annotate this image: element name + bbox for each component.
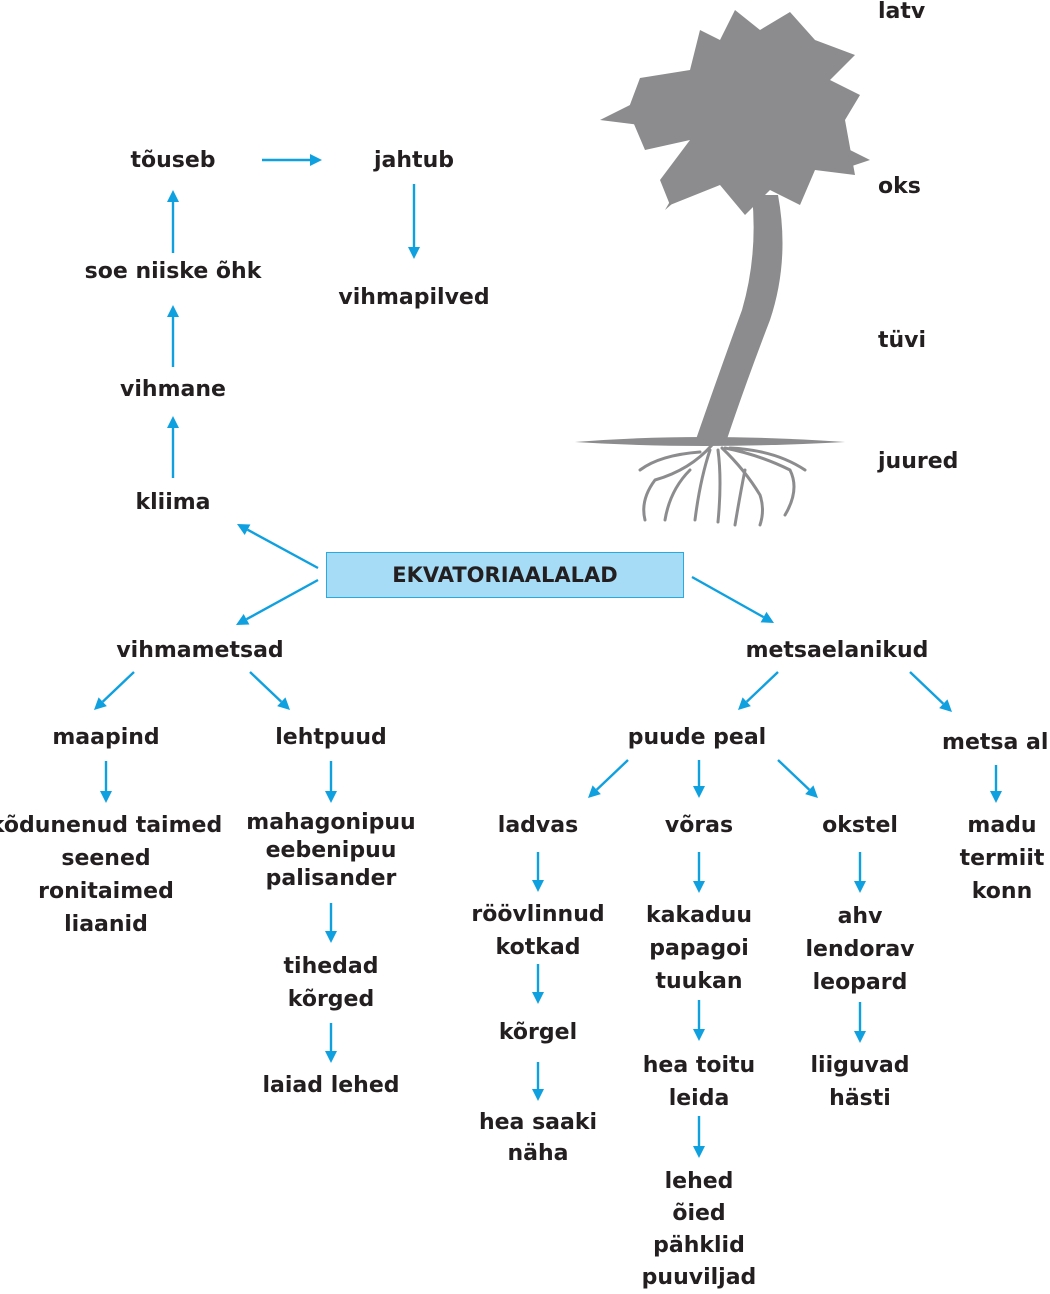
list-item: näha [507,1141,569,1166]
tree-label-tuvi: tüvi [878,328,927,353]
arrow-box-to-vihmametsad [236,578,319,625]
arrow-ladvas-to-items [532,852,544,892]
arrow-lehtpuud-to-items [325,761,337,803]
list-item: madu [967,813,1037,838]
center-box: EKVATORIAALALAD [326,552,684,598]
arrow-vihmametsad-to-lehtpuud [249,671,290,710]
node-metsa-all: metsa all [942,730,1050,755]
node-ladvas: ladvas [497,813,579,838]
arrow-puude-to-ladvas [588,759,629,798]
node-laiad-lehed: laiad lehed [262,1073,400,1098]
climate-node-vihmapilved: vihmapilved [338,285,490,310]
node-voras: võras [664,813,734,838]
list-item: kakaduu [645,903,753,928]
list-item: kõrged [287,987,375,1012]
arrow-ladvas-items-to-korgel [532,964,544,1004]
node-puude-peal: puude peal [627,725,767,750]
list-item: seened [61,846,151,871]
node-metsa-all-items: madu termiit konn [960,809,1045,908]
list-item: hea saaki [478,1110,598,1135]
arrow-box-to-metsaelanikud [691,575,774,623]
list-item: ahv [837,904,883,929]
tree-label-oks: oks [878,174,921,199]
arrow-okstel-items-to-move [854,1002,866,1043]
arrow-vihmane-to-soe [167,305,179,367]
list-item: hea toitu [642,1053,756,1078]
node-vihmametsad: vihmametsad [116,638,284,663]
arrow-metsaelanikud-to-puude [738,671,779,710]
list-item: papagoi [649,936,749,961]
node-tihedad-korged: tihedad kõrged [284,950,379,1016]
arrow-touseb-to-jahtub [262,154,322,166]
list-item: liiguvad [810,1053,910,1078]
list-item: kotkad [495,935,581,960]
list-item: termiit [959,846,1045,871]
node-liiguvad-hasti: liiguvad hästi [811,1049,910,1115]
arrow-metsa-all-to-items [990,765,1002,803]
arrow-okstel-to-items [854,852,866,893]
list-item: lendorav [805,937,915,962]
list-item: tuukan [655,969,743,994]
arrow-voras-items-to-toit [693,1000,705,1041]
arrow-jahtub-to-vihmapilved [408,184,420,259]
node-okstel: okstel [822,813,898,838]
tree-label-juured: juured [878,449,959,474]
node-metsaelanikud: metsaelanikud [745,638,929,663]
list-item: palisander [265,866,397,891]
node-lehtpuud-items: mahagonipuu eebenipuu palisander [246,809,415,893]
node-maapind: maapind [52,725,160,750]
arrow-korgel-to-saak [532,1062,544,1101]
arrow-lehtpuud-to-tihedad [325,903,337,943]
arrow-puude-to-voras [693,760,705,798]
node-hea-toitu-leida: hea toitu leida [643,1049,755,1115]
list-item: mahagonipuu [246,810,416,835]
list-item: õied [672,1201,726,1226]
climate-node-soe-niiske-ohk: soe niiske õhk [84,259,262,284]
tree-label-latv: latv [878,0,926,24]
node-korgel: kõrgel [498,1020,578,1045]
arrow-maapind-to-items [100,761,112,803]
arrow-metsaelanikud-to-metsa-all [909,671,952,712]
list-item: kõdunenud taimed [0,813,223,838]
climate-node-touseb: tõuseb [130,148,216,173]
arrow-soe-to-touseb [167,190,179,253]
list-item: hästi [829,1086,891,1111]
arrow-puude-to-okstel [777,759,818,798]
node-ladvas-items: röövlinnud kotkad [471,898,604,964]
arrow-box-to-kliima [237,524,319,570]
list-item: eebenipuu [265,838,397,863]
list-item: liaanid [64,912,148,937]
node-food-items: lehed õied pähklid puuviljad [642,1166,757,1294]
arrow-tihedad-to-laiad [325,1023,337,1063]
node-lehtpuud: lehtpuud [275,725,387,750]
list-item: lehed [664,1169,734,1194]
list-item: ronitaimed [38,879,174,904]
center-title: EKVATORIAALALAD [392,563,618,587]
list-item: konn [971,879,1033,904]
node-hea-saaki-naha: hea saaki näha [479,1107,597,1169]
climate-node-jahtub: jahtub [374,148,454,173]
climate-node-kliima: kliima [135,490,211,515]
arrow-kliima-to-vihmane [167,416,179,478]
list-item: röövlinnud [471,902,605,927]
list-item: pähklid [653,1233,745,1258]
arrow-voras-to-items [693,852,705,893]
list-item: leida [668,1086,730,1111]
climate-node-vihmane: vihmane [120,377,226,402]
arrow-toit-to-food [693,1116,705,1158]
list-item: puuviljad [641,1265,757,1290]
node-okstel-items: ahv lendorav leopard [805,900,914,999]
list-item: tihedad [283,954,379,979]
node-voras-items: kakaduu papagoi tuukan [646,899,752,998]
arrow-vihmametsad-to-maapind [94,671,135,710]
node-maapind-items: kõdunenud taimed seened ronitaimed liaan… [0,809,222,941]
list-item: leopard [812,970,908,995]
